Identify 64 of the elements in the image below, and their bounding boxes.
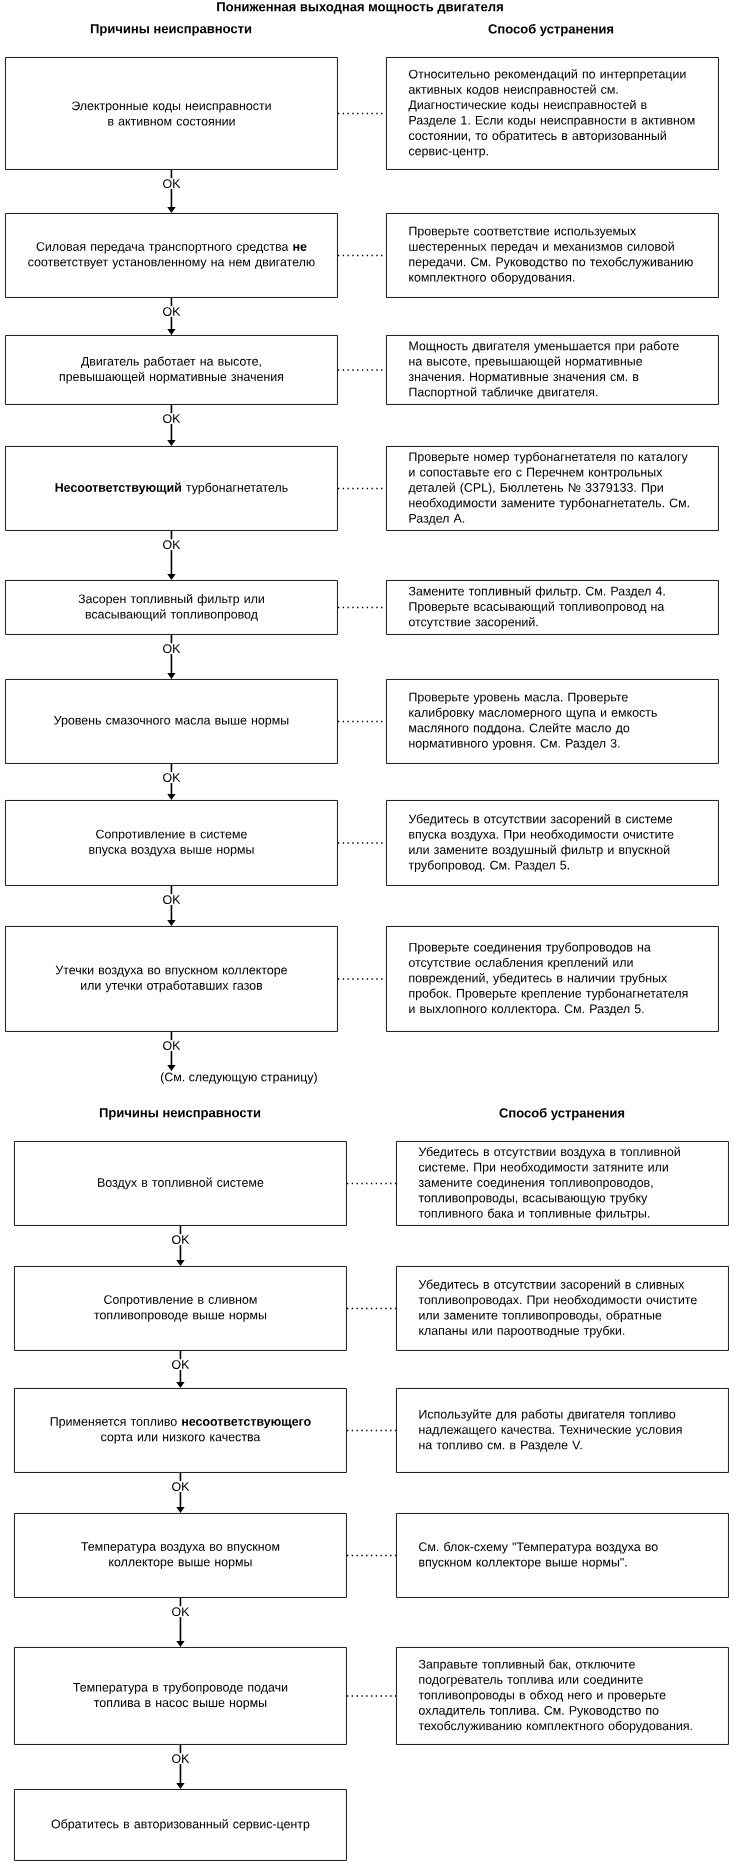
text-box: Убедитесь в отсутствии засорений в сливных топливопроводах. При необходимости очистите или замените топливопроводы, обратные клапаны или пароотводные трубки. [396, 1266, 729, 1351]
edge-label: OK [161, 643, 182, 654]
edge-label: OK [170, 1359, 191, 1370]
text-box: См. блок-схему "Температура воздуха во впускном коллекторе выше нормы". [396, 1513, 729, 1598]
process-box: Несоответствующий турбонагнетатель [5, 446, 338, 531]
edge-label: OK [161, 539, 182, 551]
process-box: Электронные коды неисправности в активном состоянии [5, 57, 338, 170]
text-box: Проверьте номер турбонагнетателя по каталогу и сопоставьте его с Перечнем контрольных деталей (CPL), Бюллетень № 3379133. При необходимости замените турбонагнетатель. См. Раздел А. [386, 446, 719, 531]
process-box: Утечки воздуха во впускном коллекторе или утечки отработавших газов [5, 926, 338, 1032]
text-box: Заправьте топливный бак, отключите подогреватель топлива или соедините топливопроводы в обход него и проверьте охладитель топлива. См. Руководство по техобслуживанию комплектного оборудования. [396, 1647, 729, 1745]
column-header: Способ устранения [488, 23, 614, 37]
process-box: Силовая передача транспортного средства не соответствует установленному на нем двигателю [5, 213, 338, 298]
edge-label: OK [161, 1040, 182, 1051]
process-box: Уровень смазочного масла выше нормы [5, 679, 338, 764]
arrow [167, 634, 176, 679]
arrow [167, 404, 176, 446]
arrow [176, 1472, 185, 1513]
arrow [176, 1350, 185, 1388]
continuation-note: (См. следующую страницу) [160, 1072, 317, 1084]
edge-label: OK [170, 1606, 191, 1618]
text-box: Проверьте соответствие используемых шестеренных передач и механизмов силовой передачи. См. Руководство по техобслуживанию комплектного оборудования. [386, 213, 719, 298]
edge-label: OK [161, 413, 182, 424]
process-box: Воздух в топливной системе [14, 1141, 347, 1226]
edge-label: OK [161, 178, 182, 189]
edge-label: OK [170, 1753, 191, 1764]
text-box: Мощность двигателя уменьшается при работе на высоте, превышающей нормативные значения. Нормативные значения см. в Паспортной табличке двигателя. [386, 335, 719, 405]
arrow [176, 1597, 185, 1647]
title: Пониженная выходная мощность двигателя [217, 2, 503, 14]
process-box: Сопротивление в системе впуска воздуха выше нормы [5, 800, 338, 886]
text-box: Проверьте уровень масла. Проверьте калибровку масломерного щупа и емкость масляного поддона. Слейте масло до нормативного уровня. См. Раздел 3. [386, 679, 719, 764]
arrow [176, 1225, 185, 1266]
process-box: Температура в трубопроводе подачи топлива в насос выше нормы [14, 1647, 347, 1745]
text-box: Используйте для работы двигателя топливо надлежащего качества. Технические условия на топливо см. в Разделе V. [396, 1388, 729, 1473]
dotted-line [346, 1307, 397, 1310]
process-box: Обратитесь в авторизованный сервис-центр [14, 1789, 347, 1861]
column-header: Способ устранения [499, 1107, 625, 1121]
edge-label: OK [161, 306, 182, 317]
text-box: Относительно рекомендаций по интерпретации активных кодов неисправностей см. Диагностические коды неисправностей в Разделе 1. Если коды неисправности в активном состоянии, то обратитесь в авторизованный сервис-центр. [386, 57, 719, 170]
process-box: Сопротивление в сливном топливопроводе выше нормы [14, 1266, 347, 1351]
arrow [167, 169, 176, 213]
dotted-line [346, 1695, 397, 1697]
edge-label: OK [161, 894, 182, 905]
process-box: Двигатель работает на высоте, превышающей нормативные значения [5, 335, 338, 405]
text-box: Убедитесь в отсутствии засорений в системе впуска воздуха. При необходимости очистите или замените воздушный фильтр и впускной трубопровод. См. Раздел 5. [386, 800, 719, 886]
arrow [167, 530, 176, 580]
arrow [176, 1744, 185, 1789]
text-box: Проверьте соединения трубопроводов на отсутствие ослабления креплений или повреждений, убедитесь в наличии трубных пробок. Проверьте крепление турбонагнетателя и выхлопного коллектора. См. Раздел 5. [386, 926, 719, 1032]
process-box: Температура воздуха во впускном коллекторе выше нормы [14, 1513, 347, 1598]
arrow [167, 885, 176, 926]
process-box: Засорен топливный фильтр или всасывающий топливопровод [5, 580, 338, 635]
arrow [167, 763, 176, 800]
edge-label: OK [170, 1481, 191, 1492]
arrow [167, 297, 176, 335]
text-box: Замените топливный фильтр. См. Раздел 4. Проверьте всасывающий топливопровод на отсутствие засорений. [386, 580, 719, 635]
edge-label: OK [161, 772, 182, 783]
column-header: Причины неисправности [90, 24, 252, 36]
dotted-line [346, 1182, 397, 1185]
dotted-line [346, 1429, 397, 1432]
column-header: Причины неисправности [99, 1108, 261, 1120]
arrow [167, 1031, 176, 1071]
edge-label: OK [170, 1234, 191, 1245]
process-box: Применяется топливо несоответствующего сорта или низкого качества [14, 1388, 347, 1473]
dotted-line [346, 1554, 397, 1557]
text-box: Убедитесь в отсутствии воздуха в топливной системе. При необходимости затяните или замените соединения топливопроводов, топливопроводы, всасывающую трубку топливного бака и топливные фильтры. [396, 1141, 729, 1226]
